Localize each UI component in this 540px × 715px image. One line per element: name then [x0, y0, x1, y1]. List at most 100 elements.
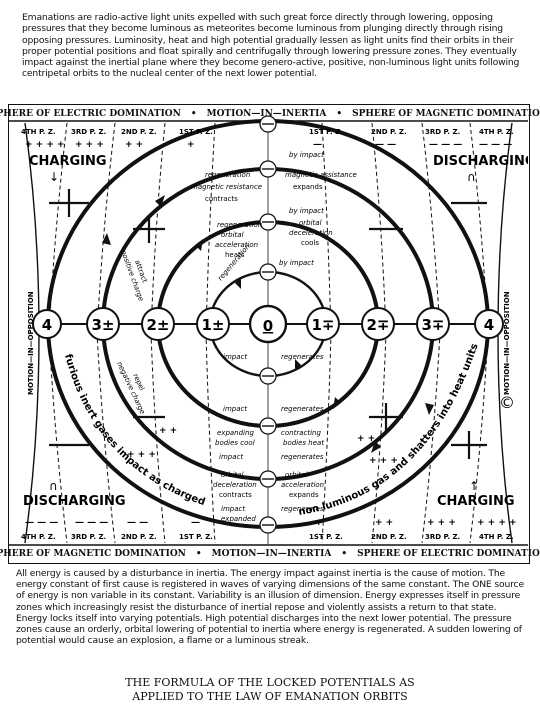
charging-top-label: CHARGING	[29, 154, 107, 169]
pz-top-3-left: 3RD P. Z.	[71, 128, 106, 136]
side-label-left: MOTION—IN—OPPOSITION	[27, 291, 35, 395]
pz-bottom-2-right: 2ND P. Z.	[371, 533, 407, 541]
node-2-right: 2∓	[366, 316, 389, 334]
label-magnetic-resistance: magnetic resistance	[191, 183, 262, 191]
label-expanded: expanded	[221, 515, 256, 523]
charging-bottom-label: CHARGING	[437, 494, 515, 509]
label-magnetic-assistance: magnetic assistance	[285, 171, 357, 179]
node-4-left: 4	[42, 316, 52, 334]
svg-text:+ + + +: + + + +	[25, 140, 65, 150]
label-deceleration-2: deceleration	[213, 481, 257, 489]
label-orbital-2: orbital	[221, 231, 244, 239]
label-by-impact-2: by impact	[289, 207, 324, 215]
pz-bottom-3-left: 3RD P. Z.	[71, 533, 106, 541]
node-3-left: 3±	[91, 316, 114, 334]
top-band: SPHERE OF ELECTRIC DOMINATION • MOTION—I…	[0, 107, 540, 121]
pz-top-2-right: 2ND P. Z.	[371, 128, 407, 136]
label-expanding: expanding	[217, 429, 254, 437]
svg-text:+ + + +: + + + +	[477, 518, 517, 528]
label-expands: expands	[293, 183, 323, 191]
bottom-band: SPHERE OF MAGNETIC DOMINATION • MOTION—I…	[0, 547, 540, 561]
label-expands-2: expands	[289, 491, 319, 499]
bottom-band-right: SPHERE OF ELECTRIC DOMINATION	[357, 549, 540, 559]
label-orbital-3: orbital	[221, 471, 244, 479]
svg-text:— — —: — — —	[479, 140, 512, 150]
pz-top-3-right: 3RD P. Z.	[425, 128, 460, 136]
label-impact-3: impact	[219, 453, 243, 461]
pz-bottom-1-left: 1ST P. Z.	[179, 533, 213, 541]
discharging-top-label: DISCHARGING	[433, 154, 528, 169]
label-regeneration: regeneration	[205, 171, 250, 179]
label-acceleration: acceleration	[215, 241, 258, 249]
label-by-impact-3: by impact	[279, 259, 314, 267]
label-regenerates-3: regenerates	[281, 453, 324, 461]
svg-text:— —: — —	[127, 518, 148, 528]
label-contracts-2: contracts	[219, 491, 252, 499]
pz-bottom-4-right: 4TH P. Z.	[479, 533, 514, 541]
svg-text:— — —: — — —	[429, 140, 462, 150]
pz-top-4-right: 4TH P. Z.	[479, 128, 514, 136]
label-acceleration-2: acceleration	[281, 481, 324, 489]
diagram-frame: SPHERE OF ELECTRIC DOMINATION • MOTION—I…	[0, 104, 540, 564]
node-0-center: 0	[263, 317, 273, 335]
svg-text:↑: ↑	[469, 479, 479, 493]
svg-text:+ + +: + + +	[75, 140, 104, 150]
node-group: 4 3± 2± 1± 0 1∓ 2∓ 3∓ 4	[32, 304, 504, 344]
node-4-right: 4	[484, 316, 494, 334]
label-regenerates-2: regenerates	[281, 405, 324, 413]
label-regeneration-2: regeneration	[217, 221, 262, 229]
label-impact-1: impact	[223, 353, 247, 361]
discharging-bottom-label: DISCHARGING	[23, 494, 126, 509]
label-heats: heats	[225, 251, 245, 259]
svg-text:+ +: + +	[125, 140, 143, 150]
top-band-left: SPHERE OF ELECTRIC DOMINATION	[0, 109, 181, 119]
svg-text:+ + +: + + +	[427, 518, 456, 528]
label-by-impact-1: by impact	[289, 151, 324, 159]
node-2-left: 2±	[146, 316, 169, 334]
label-regenerates-1: regenerates	[281, 353, 324, 361]
svg-text:+ +: + +	[375, 518, 393, 528]
svg-text:—: —	[191, 518, 200, 528]
pz-top-1-left: 1ST P. Z.	[179, 128, 213, 136]
top-band-right: SPHERE OF MAGNETIC DOMINATION	[352, 109, 540, 119]
label-impact-4: impact	[221, 505, 245, 513]
caption-line-1: THE FORMULA OF THE LOCKED POTENTIALS AS	[125, 676, 415, 689]
copyright-mark: ©	[499, 393, 515, 412]
top-band-center: MOTION—IN—INERTIA	[206, 109, 327, 119]
svg-text:+ + +: + + +	[369, 456, 398, 466]
top-description: Emanations are radio-active light units …	[22, 12, 520, 80]
side-label-right: MOTION—IN—OPPOSITION	[503, 291, 511, 395]
svg-text:—: —	[313, 140, 322, 150]
svg-text:+ +: + +	[159, 426, 177, 436]
svg-text:∩: ∩	[49, 479, 58, 493]
svg-text:↓: ↓	[49, 170, 59, 184]
label-deceleration: deceleration	[289, 229, 333, 237]
label-contracts: contracts	[205, 195, 238, 203]
svg-text:+: +	[187, 140, 195, 150]
bottom-description: All energy is caused by a disturbance in…	[16, 568, 524, 647]
svg-text:+: +	[315, 518, 323, 528]
pz-top-4-left: 4TH P. Z.	[21, 128, 56, 136]
svg-text:— —: — —	[375, 140, 396, 150]
node-1-left: 1±	[201, 316, 224, 334]
label-bodies-heat: bodies heat	[283, 439, 324, 447]
pz-top-1-right: 1ST P. Z.	[309, 128, 343, 136]
node-3-right: 3∓	[421, 316, 444, 334]
label-bodies-cool: bodies cool	[215, 439, 255, 447]
label-impact-2: impact	[223, 405, 247, 413]
label-regenerates-4: regenerates	[281, 505, 324, 513]
svg-text:∩: ∩	[467, 170, 476, 184]
label-orbital-1: orbital	[299, 219, 322, 227]
caption-line-2: APPLIED TO THE LAW OF EMANATION ORBITS	[132, 690, 408, 703]
svg-text:— — —: — — —	[25, 518, 58, 528]
bottom-band-center: MOTION—IN—INERTIA	[211, 549, 332, 559]
pz-bottom-2-left: 2ND P. Z.	[121, 533, 157, 541]
pz-bottom-1-right: 1ST P. Z.	[309, 533, 343, 541]
pz-bottom-3-right: 3RD P. Z.	[425, 533, 460, 541]
label-orbital-4: orbital	[285, 471, 308, 479]
orbit-diagram: 4 3± 2± 1± 0 1∓ 2∓ 3∓ 4 4TH P. Z. 3RD P.…	[9, 115, 528, 546]
node-1-right: 1∓	[311, 316, 334, 334]
figure-caption: THE FORMULA OF THE LOCKED POTENTIALS AS …	[0, 676, 540, 704]
svg-text:+ +: + +	[357, 434, 375, 444]
pz-top-2-left: 2ND P. Z.	[121, 128, 157, 136]
